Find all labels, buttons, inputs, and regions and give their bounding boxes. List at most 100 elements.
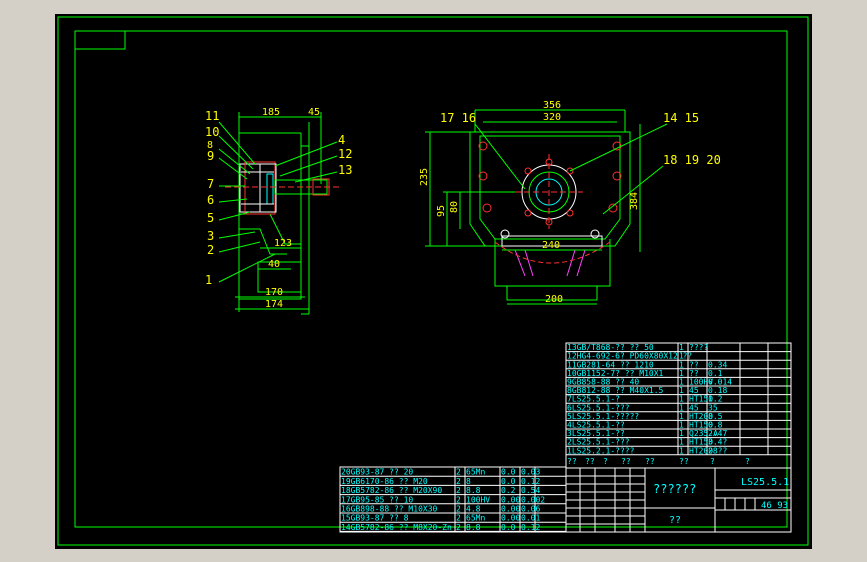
title-block-grid bbox=[566, 468, 791, 532]
side-dim-185: 185 bbox=[262, 107, 280, 118]
parts-list-right-row-cell-qty: 1 bbox=[679, 421, 684, 430]
side-bearing bbox=[259, 163, 277, 213]
parts-list-left-row-cell-w2: 0.06 bbox=[521, 505, 540, 514]
parts-list-right-row-cell-material: 100HV bbox=[689, 378, 713, 387]
balloon-10: 10 bbox=[205, 125, 219, 139]
parts-list-left-row-cell-no_name: 20GB93-87 ?? 20 bbox=[341, 468, 413, 477]
parts-list-right-header-cell: ? bbox=[603, 457, 608, 466]
parts-list-right-header-cell: ?? bbox=[585, 457, 595, 466]
parts-list-right-row-cell-qty: 1 bbox=[679, 386, 684, 395]
parts-list-left-row-cell-no_name: 16GB898-88 ?? M10X30 bbox=[341, 505, 438, 514]
leader-9 bbox=[218, 157, 248, 180]
parts-list-left-row-cell-material: 8.8 bbox=[466, 486, 481, 495]
parts-list-left-row-cell-material: 65Mn bbox=[466, 468, 485, 477]
leader-14-15 bbox=[569, 123, 668, 172]
side-web-2 bbox=[239, 228, 287, 255]
balloon-5: 5 bbox=[207, 211, 214, 225]
parts-list-right-row-cell-w1: 0.18 bbox=[708, 386, 727, 395]
balloon-9: 9 bbox=[207, 149, 214, 163]
leader-2 bbox=[218, 241, 261, 253]
leader-18-19-20 bbox=[602, 165, 664, 215]
parts-list-right-header-cell: ?? bbox=[679, 457, 689, 466]
parts-list-right-row-cell-no_name: 4LS25.5.1-?? bbox=[567, 421, 625, 430]
parts-list-left-row-cell-no_name: 15GB93-87 ?? 8 bbox=[341, 514, 409, 523]
leader-12 bbox=[279, 155, 338, 177]
parts-list-left-row-cell-no_name: 17GB95-85 ?? 10 bbox=[341, 495, 413, 504]
parts-list-right-row-cell-material: HT150 bbox=[689, 395, 713, 404]
parts-list-right-row-cell-qty: 1 bbox=[679, 438, 684, 447]
balloon-2: 2 bbox=[207, 243, 214, 257]
parts-list-right-header-cell: ?? bbox=[567, 457, 577, 466]
parts-list-left-row-cell-material: 8.8 bbox=[466, 523, 481, 532]
corner-label-box bbox=[74, 30, 126, 50]
parts-list-right-row-cell-qty: 1 bbox=[679, 403, 684, 412]
parts-list-right-row-cell-w1: 1.2 bbox=[708, 395, 723, 404]
leader-11 bbox=[218, 121, 256, 165]
parts-list-right-row-cell-qty: 1 bbox=[679, 343, 684, 352]
leader-8 bbox=[218, 148, 251, 175]
leader-1 bbox=[218, 253, 276, 283]
drawing-sub-label: ?? bbox=[669, 515, 681, 526]
parts-list-left-row-cell-material: 65Mn bbox=[466, 514, 485, 523]
front-dim-200: 200 bbox=[545, 294, 563, 305]
front-housing-inner bbox=[479, 135, 621, 240]
parts-list-left-row-cell-material: 100HV bbox=[466, 495, 490, 504]
parts-list-left-row-cell-material: 4.8 bbox=[466, 505, 481, 514]
balloon-14-15: 14 15 bbox=[663, 111, 699, 125]
front-view: 356 320 235 95 80 384 240 200 17 16 14 1… bbox=[419, 100, 721, 305]
parts-list-left-row-cell-qty: 2 bbox=[456, 514, 461, 523]
parts-list-right-row-cell-material: 45 bbox=[689, 403, 699, 412]
side-housing-outline bbox=[238, 133, 302, 300]
leader-3 bbox=[218, 231, 256, 239]
leader-13 bbox=[294, 171, 338, 183]
parts-list-left-row-cell-w1: 0.0 bbox=[501, 523, 516, 532]
leader-17-16 bbox=[474, 123, 526, 190]
parts-list-right-row-cell-no_name: 11GB281-64 ?? 1210 bbox=[567, 360, 654, 369]
balloon-7: 7 bbox=[207, 177, 214, 191]
parts-list-left-row-cell-w1: 0.2 bbox=[501, 486, 516, 495]
parts-list-right-row-cell-w1: 0.014 bbox=[708, 378, 732, 387]
drawing-number: LS25.5.1 bbox=[741, 477, 789, 488]
front-housing-outline bbox=[469, 131, 631, 247]
balloon-18-19-20: 18 19 20 bbox=[663, 153, 721, 167]
balloon-6: 6 bbox=[207, 193, 214, 207]
drawing-scale: 46 93 bbox=[761, 501, 788, 511]
parts-list-right-row-cell-w1: 0.8 bbox=[708, 421, 723, 430]
parts-list-right-row-cell-no_name: 10GB1152-7? ?? M10X1 bbox=[567, 369, 664, 378]
front-boss-bolts bbox=[524, 158, 574, 226]
side-gear-left bbox=[239, 163, 261, 213]
parts-list-left-row-cell-material: 8 bbox=[466, 477, 471, 486]
parts-list-right-row-cell-no_name: 8GB812-88 ?? M40X1.5 bbox=[567, 386, 664, 395]
title-block: ?????? LS25.5.1 ?? 46 93 bbox=[565, 467, 792, 533]
side-dim-123: 123 bbox=[274, 238, 292, 249]
parts-list-right-header-cell: ? bbox=[745, 457, 750, 466]
parts-list-right-row-cell-w1: 2.47 bbox=[708, 429, 727, 438]
parts-list-right-header-cell: ?? bbox=[645, 457, 655, 466]
parts-list-left-row-cell-w2: 0.54 bbox=[521, 486, 540, 495]
side-dim-170: 170 bbox=[265, 287, 283, 298]
parts-list-right-row-cell-material: HT150 bbox=[689, 438, 713, 447]
front-dim-356: 356 bbox=[543, 100, 561, 111]
parts-list-right-row-cell-w1: 28?? bbox=[708, 446, 727, 455]
front-ribs bbox=[514, 249, 586, 277]
parts-list-left-row-cell-qty: 2 bbox=[456, 505, 461, 514]
parts-list-left-row-cell-qty: 2 bbox=[456, 495, 461, 504]
inner-border bbox=[74, 30, 788, 528]
parts-list-right-row-cell-material: ?? bbox=[689, 360, 699, 369]
parts-list-left-row-cell-w2: 0.12 bbox=[521, 523, 540, 532]
parts-list-left-row-cell-w2: 0.01 bbox=[521, 514, 540, 523]
balloon-8: 8 bbox=[207, 140, 213, 151]
balloon-3: 3 bbox=[207, 229, 214, 243]
parts-list-left-row-cell-qty: 2 bbox=[456, 523, 461, 532]
front-flange-bar bbox=[501, 235, 603, 247]
drawing-viewport[interactable]: 185 45 123 40 170 174 11 bbox=[55, 14, 812, 549]
parts-list-left-row-cell-w2: 0.12 bbox=[521, 477, 540, 486]
parts-list-right-row-cell-qty: 1 bbox=[679, 352, 684, 361]
front-dim-95: 95 bbox=[436, 205, 447, 217]
parts-list-left-row-cell-w1: 0.00 bbox=[501, 514, 520, 523]
parts-list-right-row-cell-no_name: 13GB/T868-?? ?? 50 bbox=[567, 343, 654, 352]
parts-list-right-row-cell-qty: 1 bbox=[679, 360, 684, 369]
side-base-block bbox=[257, 261, 302, 293]
